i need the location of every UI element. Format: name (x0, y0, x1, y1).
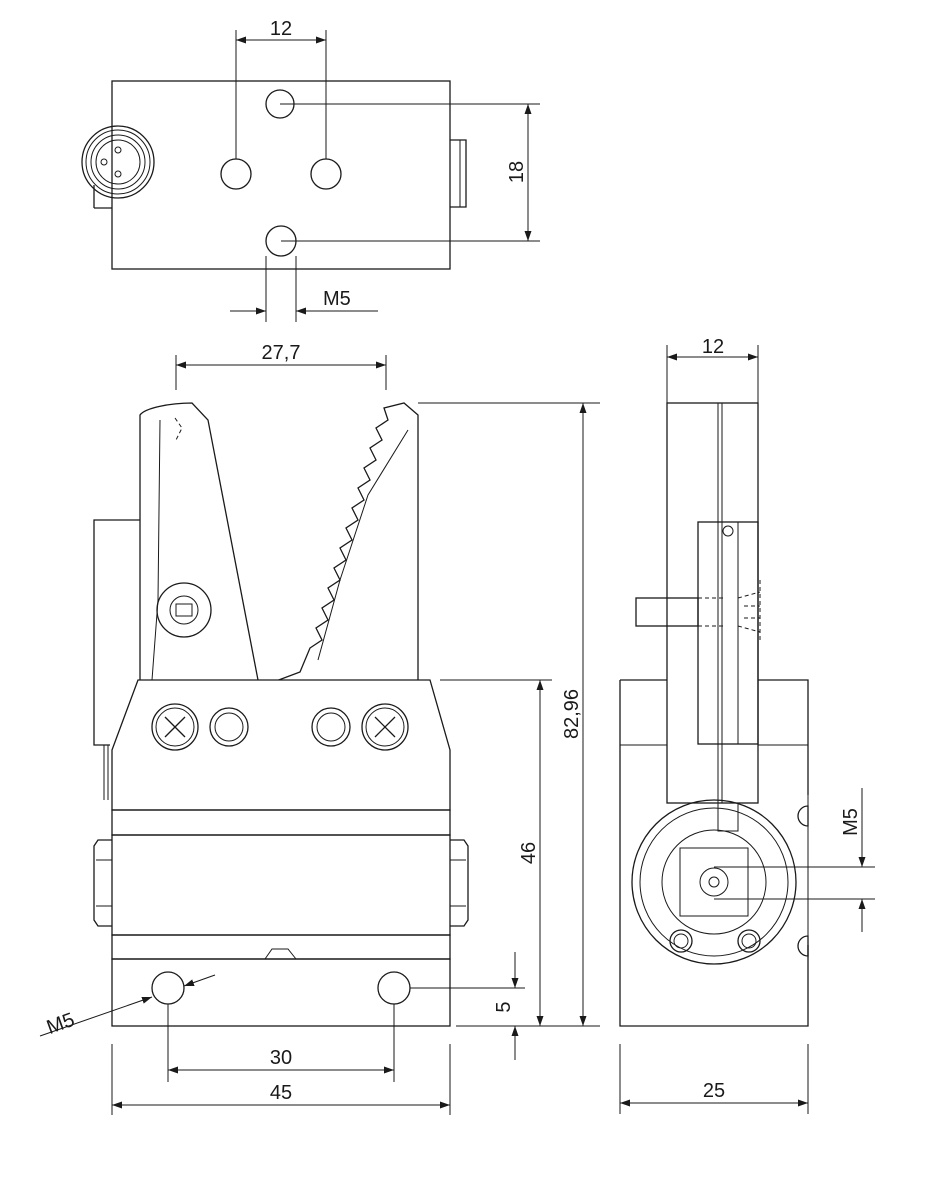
dim-overall-height: 82,96 (561, 689, 583, 739)
dim-hole-spacing: 30 (270, 1047, 292, 1069)
dim-body-width: 45 (270, 1082, 292, 1104)
left-jaw (139, 402, 259, 702)
screw-icon (361, 703, 409, 751)
top-right-tab (450, 139, 467, 208)
side-body (619, 679, 809, 1027)
front-left-bracket (93, 519, 141, 746)
top-body-outline (111, 80, 451, 270)
screw-icon (151, 703, 199, 751)
front-lower-band (111, 934, 451, 960)
dim-top-thread: M5 (323, 288, 351, 310)
base-hole (151, 971, 185, 1005)
side-flange (631, 799, 797, 965)
front-left-nut (93, 839, 112, 927)
side-slot (797, 935, 809, 957)
dim-jaw-opening: 27,7 (262, 342, 301, 364)
side-view: 12 M5 25 (619, 336, 875, 1114)
flange-hole (737, 929, 761, 953)
base-hole (377, 971, 411, 1005)
dim-top-hole-vertical: 18 (506, 161, 528, 183)
front-main-block (111, 834, 451, 936)
right-jaw (267, 402, 419, 685)
pin-hole-icon (209, 707, 249, 747)
dim-side-width: 25 (703, 1080, 725, 1102)
side-slider (697, 521, 759, 745)
dim-mount-offset: 5 (493, 1001, 515, 1012)
dim-front-thread: M5 (44, 1009, 78, 1039)
dim-side-thread: M5 (840, 808, 862, 836)
jaw-bolt-icon (156, 582, 212, 638)
pin-hole-icon (311, 707, 351, 747)
front-view: 27,7 82,96 46 5 M5 30 45 (39, 342, 600, 1115)
front-right-nut (450, 839, 469, 927)
dim-side-jaw-width: 12 (702, 336, 724, 358)
flange-hole (669, 929, 693, 953)
dim-top-hole-spacing: 12 (270, 18, 292, 40)
top-hole (310, 158, 342, 190)
dim-body-height: 46 (518, 842, 540, 864)
connector-icon (81, 125, 155, 209)
front-mid-band (111, 809, 451, 836)
front-base-block (111, 958, 451, 1027)
side-pin (635, 597, 699, 627)
side-slot (797, 805, 809, 827)
top-hole (220, 158, 252, 190)
front-notch (264, 948, 297, 960)
top-view: 12 18 M5 (81, 18, 540, 322)
side-jaw-plate (666, 402, 759, 804)
